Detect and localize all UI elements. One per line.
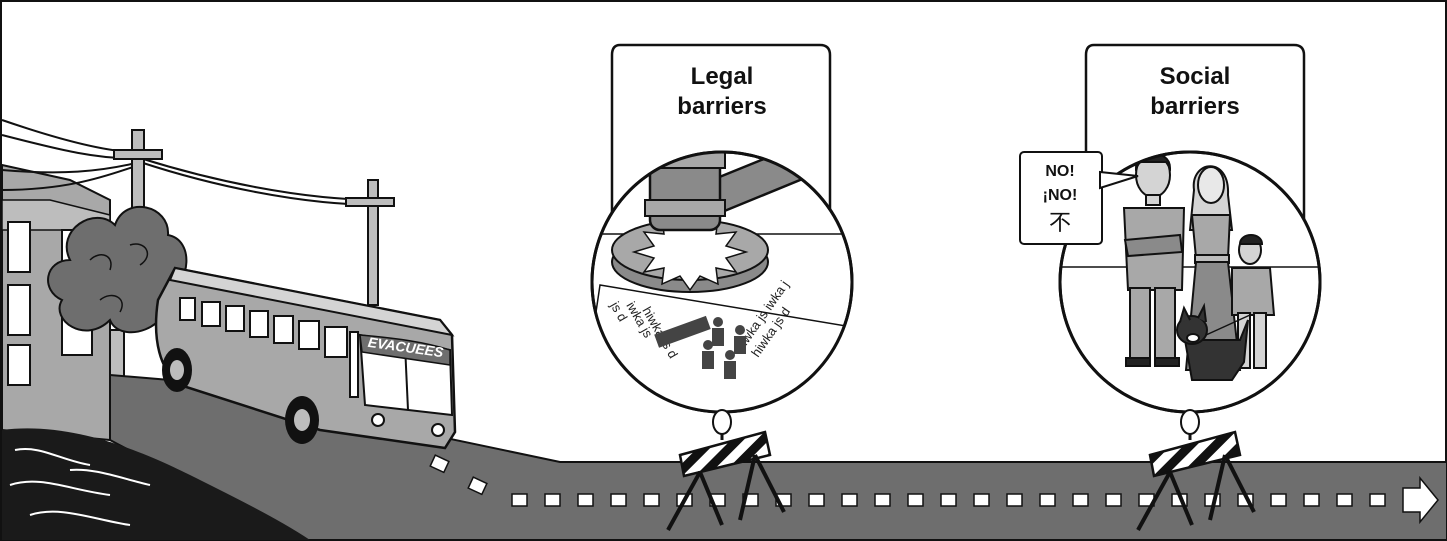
sign-line-2: ¡NO!: [1043, 187, 1078, 204]
legal-title-line2: barriers: [677, 93, 766, 120]
sign-line-1: NO!: [1045, 163, 1074, 180]
social-title-line1: Social: [1160, 63, 1231, 90]
social-title-line2: barriers: [1150, 93, 1239, 120]
legal-title-line1: Legal: [691, 63, 754, 90]
sign-line-3: 不: [1049, 211, 1071, 236]
